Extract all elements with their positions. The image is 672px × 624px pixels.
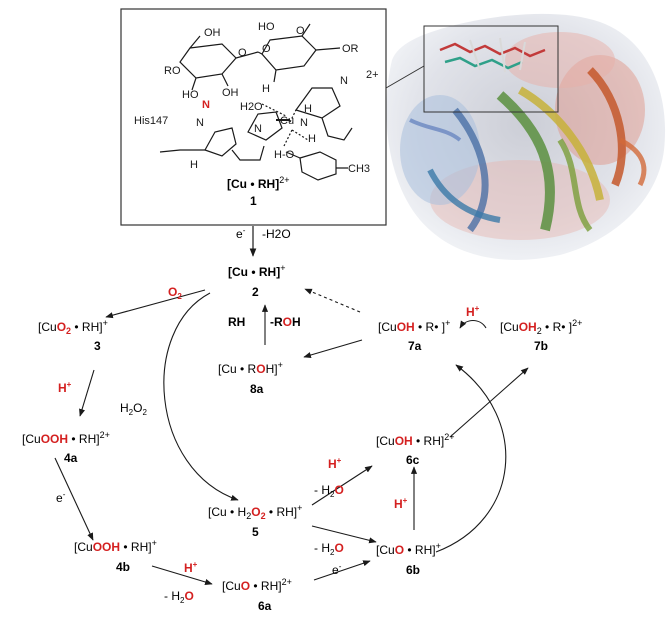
species-formula-6c: [CuOH • RH]2+ [376, 432, 455, 448]
arrow-7b-to-7a-curve [459, 319, 487, 329]
atom-label: H [262, 83, 270, 95]
species-formula-4b: [CuOOH • RH]+ [74, 538, 157, 554]
species-number-7b: 7b [534, 339, 548, 353]
arrow-7a-to-8a [303, 339, 363, 359]
atom-label: H2O [240, 101, 263, 113]
reagent-label-o2: O2 [168, 285, 182, 301]
species-formula-5: [Cu • H2O2 • RH]+ [208, 503, 302, 521]
atom-label: N [254, 123, 262, 135]
atom-label: HO [182, 89, 199, 101]
electron-label: e- [236, 226, 246, 241]
atom-label: O [262, 43, 271, 55]
reagent-label-h-plus-3: H+ [58, 380, 72, 395]
reagent-label-e-4a: e- [56, 490, 66, 505]
species-number-8a: 8a [250, 382, 264, 396]
arrow-2-to-5-curve [163, 292, 239, 501]
arrow-5-to-6c [311, 465, 373, 506]
species-formula-7b: [CuOH2 • R• ]2+ [500, 318, 582, 336]
species-number-3: 3 [94, 339, 101, 353]
atom-label: N [202, 99, 210, 111]
reagent-label-h-plus-4b: H+ [184, 560, 198, 575]
species-number-6a: 6a [258, 599, 272, 613]
atom-label: O [238, 47, 247, 59]
species-number-5: 5 [252, 525, 259, 539]
atom-label: RO [164, 65, 181, 77]
copper-label: Cu [280, 115, 294, 127]
reagent-label-water-4b: - H2O [164, 589, 194, 605]
atom-label: HO [258, 21, 275, 33]
species-number-6b: 6b [406, 563, 420, 577]
complex-1-formula: [Cu • RH]2+ [227, 175, 289, 191]
atom-label: N [300, 117, 308, 129]
reagent-label-water-5b: - H2O [314, 541, 344, 557]
arrow-6a-to-6b [313, 560, 371, 581]
atom-label: OR [342, 43, 359, 55]
reagent-label-water-5: - H2O [314, 483, 344, 499]
atom-label: H [304, 103, 312, 115]
reagent-label-rh: RH [228, 315, 245, 329]
species-number-4b: 4b [116, 560, 130, 574]
species-layer: [Cu • RH]+ 2 [CuO2 • RH]+ 3 [CuOOH • RH]2+ 4a… [22, 263, 582, 613]
atom-label: H [190, 159, 198, 171]
species-formula-8a: [Cu • ROH]+ [218, 360, 283, 376]
arrow-7a-to-2-dashed [304, 288, 361, 313]
atom-label: N [196, 117, 204, 129]
reagent-label-roh: -ROH [270, 315, 301, 329]
arrow-6c-to-7b [449, 367, 529, 438]
species-formula-3: [CuO2 • RH]+ [38, 318, 108, 336]
his-label: His147 [134, 115, 168, 127]
arrow-6b-to-7a-curve [435, 364, 507, 553]
reaction-arrows [54, 288, 529, 585]
species-number-7a: 7a [408, 339, 422, 353]
water-loss-label: -H2O [262, 227, 291, 241]
reagent-label-h-plus-7: H+ [466, 304, 480, 319]
reagent-label-e-6a: e- [332, 562, 342, 577]
arrow-3-to-4a [79, 369, 95, 417]
atom-label: OH [204, 27, 221, 39]
arrow-5-to-6b [311, 525, 377, 544]
atom-label: H [308, 133, 316, 145]
charge-label: 2+ [366, 69, 379, 81]
species-number-2: 2 [252, 285, 259, 299]
atom-label: O [296, 25, 305, 37]
species-formula-7a: [CuOH • R• ]+ [378, 318, 450, 334]
species-number-4a: 4a [64, 451, 78, 465]
atom-label: OH [222, 87, 239, 99]
arrow-2-to-3 [105, 289, 206, 319]
species-formula-6b: [CuO • RH]+ [376, 541, 441, 557]
atom-label: N [340, 75, 348, 87]
arrow-4a-to-4b [54, 457, 94, 541]
species-formula-4a: [CuOOH • RH]2+ [22, 430, 110, 446]
complex-1-box: His147 RO OH HO O O O OH OR HO H 2+ N N … [120, 8, 387, 226]
atom-label: CH3 [348, 163, 370, 175]
reagent-label-h2o2-black: H2O2 [120, 401, 147, 417]
atom-label: H-O [274, 149, 295, 161]
species-formula-6a: [CuO • RH]2+ [222, 577, 292, 593]
reagent-label-h-plus-6b: H+ [394, 496, 408, 511]
arrow-4b-to-6a [151, 565, 213, 585]
complex-1-number: 1 [250, 194, 257, 208]
reagent-label-h-plus-5: H+ [328, 456, 342, 471]
species-formula-2: [Cu • RH]+ [228, 263, 285, 279]
species-number-6c: 6c [406, 453, 420, 467]
protein-structure-image [385, 13, 666, 260]
